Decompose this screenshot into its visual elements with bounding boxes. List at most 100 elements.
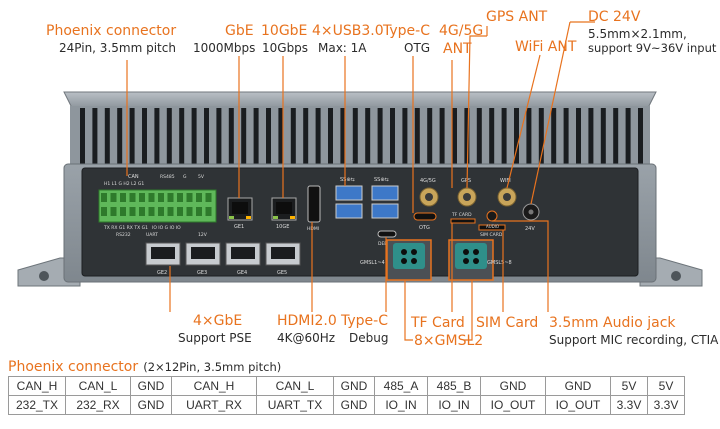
phoenix-top-label-can: CAN xyxy=(128,174,139,180)
phoenix-pin xyxy=(120,207,126,216)
dc-callout-title: DC 24V xyxy=(588,9,641,25)
pinout-cell: 485_A xyxy=(374,376,428,396)
rj45-label: GE5 xyxy=(277,270,287,276)
hdmi-label: HDMI xyxy=(307,226,319,232)
heatsink-fin xyxy=(452,108,457,164)
heatsink-fin xyxy=(352,108,358,164)
phoenix-pin xyxy=(158,207,164,216)
mounting-hole-left xyxy=(39,271,49,281)
audio-label: AUDIO xyxy=(486,224,499,229)
dc-jack-pin xyxy=(528,209,534,215)
phoenix-top-label-g: G xyxy=(183,174,187,180)
pinout-cell: IO_IN xyxy=(374,395,428,415)
gmsl2-label: GMSL5~8 xyxy=(487,260,512,266)
rj45-port xyxy=(145,242,181,266)
phoenix-pin xyxy=(177,207,183,216)
rj45-port xyxy=(265,242,301,266)
phoenix-pin xyxy=(177,193,183,202)
gbe4-callout-sub: Support PSE xyxy=(178,331,252,345)
fourg-callout-title: 4G/5G xyxy=(439,23,484,39)
typec-debug-port xyxy=(377,230,397,238)
heatsink-fin xyxy=(414,108,420,164)
pinout-cell: 232_TX xyxy=(8,395,66,415)
heatsink-fin xyxy=(191,108,197,164)
heatsink-fin xyxy=(390,108,395,164)
heatsink-fin xyxy=(142,108,147,164)
phoenix-pin xyxy=(167,193,174,202)
rj45-label: GE2 xyxy=(157,270,167,276)
pinout-cell: 5V xyxy=(647,376,685,396)
pinout-cell: CAN_H xyxy=(171,376,257,396)
phoenix-pin xyxy=(129,207,136,216)
dc-in-label: 24V xyxy=(525,226,535,232)
tengbe-port xyxy=(271,197,297,221)
gmsl-connector-1 xyxy=(386,239,432,281)
ant-gps-connector xyxy=(457,187,477,207)
phoenix-pin xyxy=(158,193,164,202)
usb-port-4 xyxy=(371,203,399,219)
heatsink-fin xyxy=(551,108,557,164)
pinout-cell: CAN_L xyxy=(256,376,334,396)
dc-callout-sub1: 5.5mm×2.1mm, xyxy=(588,27,687,41)
heatsink-fin xyxy=(476,108,482,164)
heatsink-fin xyxy=(576,108,581,164)
sim-callout-title: SIM Card xyxy=(476,315,539,331)
pinout-cell: GND xyxy=(333,395,375,415)
phoenix-bottom-label-uart: UART xyxy=(146,232,158,238)
heatsink-fin xyxy=(638,108,643,164)
heatsink-fin xyxy=(402,108,408,164)
pinout-table-subtitle: (2×12Pin, 3.5mm pitch) xyxy=(143,360,282,374)
top-lid xyxy=(63,91,657,109)
gmsl1-label: GMSL1~4 xyxy=(360,260,385,266)
ant-gps-label: GPS xyxy=(461,178,471,184)
pinout-cell: CAN_H xyxy=(8,376,66,396)
heatsink-fins xyxy=(80,108,643,164)
pinout-cell: GND xyxy=(130,395,172,415)
heatsink-fin xyxy=(600,108,606,164)
phoenix-pin xyxy=(148,193,155,202)
heatsink-fin xyxy=(514,108,519,164)
gbe-callout-sub: 1000Mbps xyxy=(193,41,256,55)
ant-wifi-label: WIFI xyxy=(500,178,511,184)
pinout-cell: 5V xyxy=(610,376,648,396)
audio-callout-title: 3.5mm Audio jack xyxy=(549,315,676,331)
hdmi-callout-sub: 4K@60Hz xyxy=(277,331,336,345)
tengbe-callout-sub: 10Gbps xyxy=(262,41,309,55)
heatsink-fin xyxy=(80,108,85,164)
phoenix-pin xyxy=(196,207,202,216)
gbe4-callout-title: 4×GbE xyxy=(193,313,243,329)
heatsink-fin xyxy=(129,108,135,164)
hdmi-port xyxy=(307,185,321,223)
ant-4g-connector xyxy=(419,187,439,207)
heatsink-fin xyxy=(328,108,333,164)
phoenix-top-label-rs485: RS485 xyxy=(160,174,175,180)
heatsink-fin xyxy=(365,108,371,164)
usb-port-3 xyxy=(371,185,399,201)
pinout-cell: 3.3V xyxy=(610,395,648,415)
phoenix-pin xyxy=(186,207,193,216)
hdmi-callout-title: HDMI2.0 xyxy=(277,313,337,329)
typec-debug-callout-title: Type-C xyxy=(341,313,388,329)
heatsink-fin xyxy=(266,108,271,164)
heatsink-fin xyxy=(204,108,209,164)
phoenix-pin xyxy=(167,207,174,216)
pinout-cell: IO_OUT xyxy=(545,395,611,415)
pinout-cell: IO_IN xyxy=(427,395,481,415)
heatsink-fin xyxy=(427,108,433,164)
heatsink-fin xyxy=(489,108,495,164)
phoenix-pin xyxy=(139,193,145,202)
pinout-cell: 3.3V xyxy=(647,395,685,415)
heatsink-fin xyxy=(538,108,544,164)
phoenix-pin xyxy=(129,193,136,202)
wifi-callout-title: WiFi ANT xyxy=(515,39,577,55)
phoenix-bottom-label-12v: 12V xyxy=(198,232,208,238)
audio-jack xyxy=(486,210,498,222)
heatsink-fin xyxy=(340,108,346,164)
pinout-heading: Phoenix connector (2×12Pin, 3.5mm pitch) xyxy=(8,358,281,374)
usb-ss-label-1: SS⊕⇆ xyxy=(340,177,355,183)
heatsink-fin xyxy=(464,108,470,164)
phoenix-callout-sub: 24Pin, 3.5mm pitch xyxy=(59,41,176,55)
gmsl-connector-2 xyxy=(448,239,494,281)
